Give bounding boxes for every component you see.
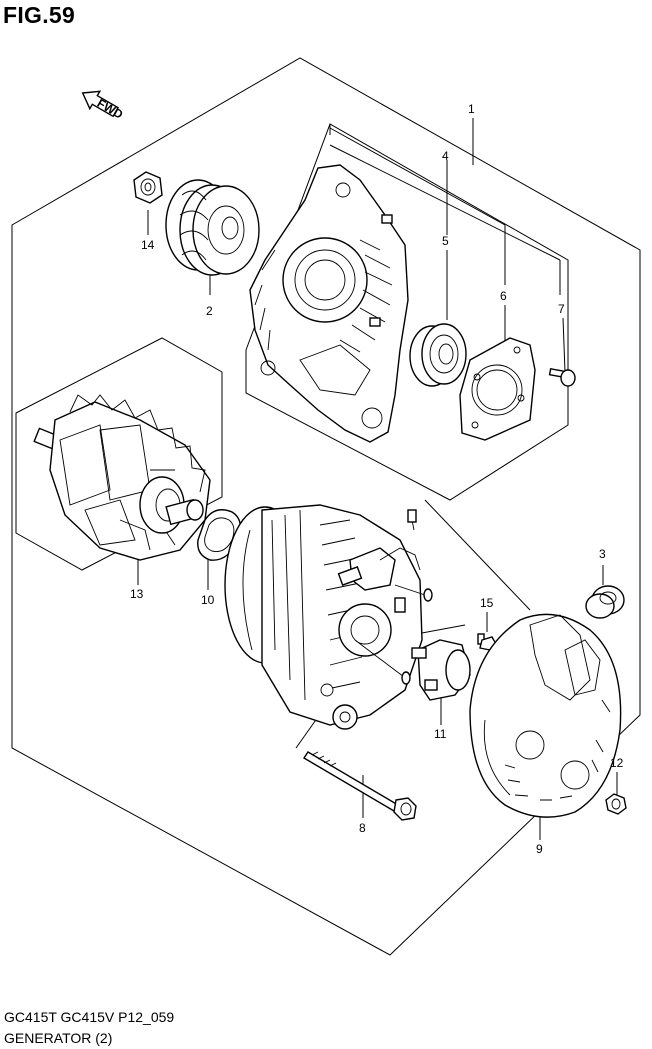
part-label-2: 2 — [206, 304, 213, 318]
leader-4-bracket — [329, 127, 506, 226]
pulley-part-2 — [165, 179, 260, 276]
caption: GC415T GC415V P12_059 GENERATOR (2) — [4, 1007, 174, 1049]
leader-cover — [424, 499, 531, 611]
part-label-8: 8 — [359, 821, 366, 835]
part-label-4: 4 — [442, 149, 449, 163]
bolt-part-8 — [303, 751, 417, 821]
figure-title: FIG.59 — [3, 2, 76, 28]
part-label-7: 7 — [558, 302, 565, 316]
part-label-6: 6 — [500, 289, 507, 303]
part-label-12: 12 — [610, 756, 624, 770]
screw-part-7 — [548, 368, 576, 387]
nut-part-14 — [133, 171, 163, 204]
outer-frame — [11, 57, 641, 956]
part-label-9: 9 — [536, 842, 543, 856]
nut-part-12 — [605, 793, 627, 815]
rotor-part-13 — [33, 394, 211, 561]
regulator-part-11 — [411, 639, 471, 701]
part-label-13: 13 — [130, 587, 144, 601]
caption-name: GENERATOR (2) — [4, 1030, 113, 1046]
bushing-part-3 — [585, 585, 625, 619]
leader-7b — [562, 317, 566, 373]
fwd-text: FWD — [95, 96, 126, 122]
screw-part-15 — [477, 633, 497, 651]
part-label-11: 11 — [434, 727, 447, 741]
retainer-plate-part-6 — [459, 337, 536, 441]
caption-models: GC415T GC415V P12_059 — [4, 1009, 175, 1025]
part-label-10: 10 — [201, 593, 215, 607]
front-housing-part-1 — [249, 164, 409, 443]
bearing-part-5 — [409, 323, 467, 387]
part-label-5: 5 — [442, 234, 449, 248]
part-label-1: 1 — [468, 102, 475, 116]
part-label-14: 14 — [141, 238, 155, 252]
fwd-arrow-icon: FWD — [81, 90, 126, 122]
leader-7-bracket — [329, 144, 561, 261]
rear-cover-part-9 — [469, 613, 622, 818]
rotor-frame — [15, 337, 223, 571]
rear-housing-assembly — [224, 504, 433, 730]
part-label-15: 15 — [480, 596, 494, 610]
part-label-3: 3 — [599, 547, 606, 561]
